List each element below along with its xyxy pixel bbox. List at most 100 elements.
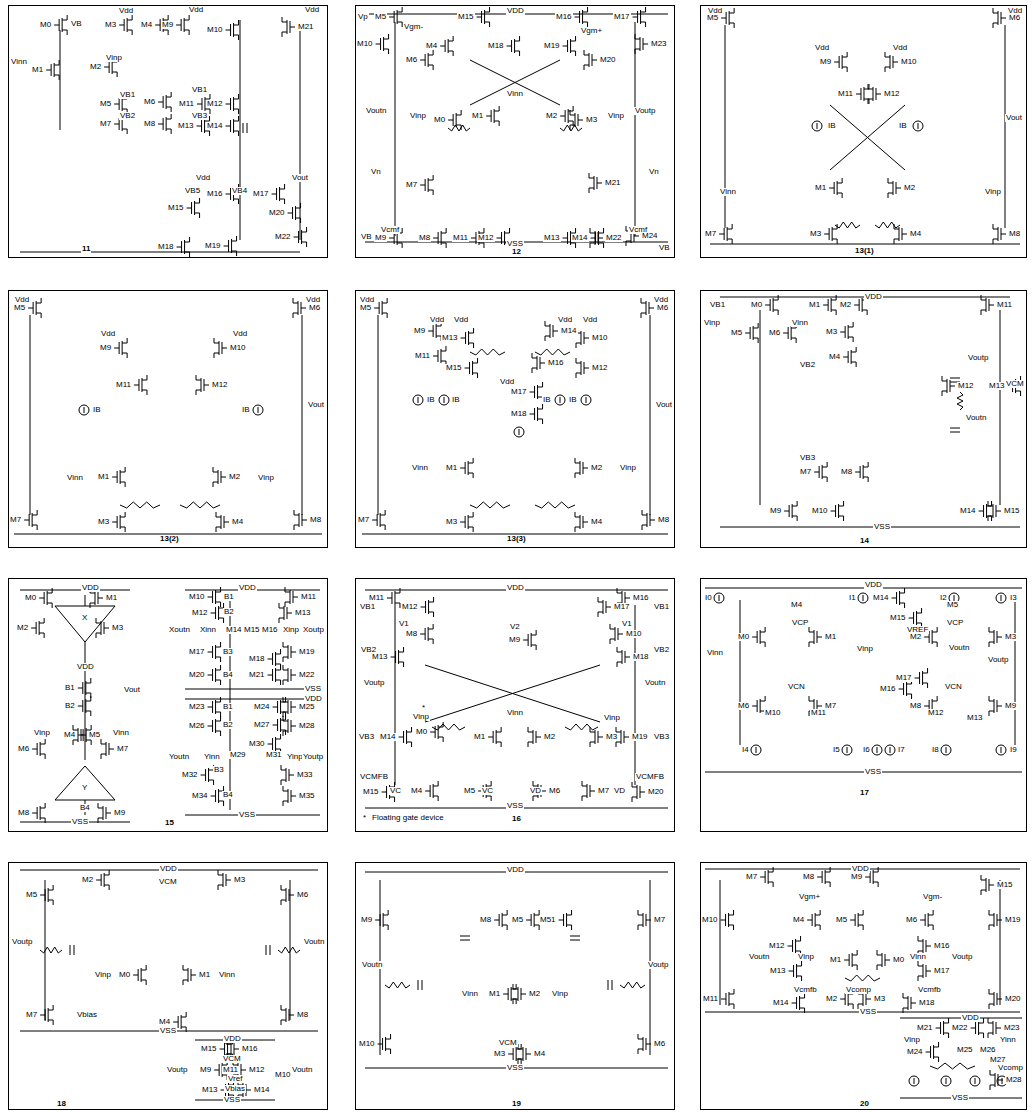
signal-name: VSS	[506, 802, 524, 810]
device-name: M1	[488, 990, 501, 998]
transistor-symbol	[576, 358, 589, 378]
signal-name: VD	[529, 787, 542, 795]
device-name: M8	[296, 1011, 309, 1019]
signal-name: Youtn	[168, 753, 190, 761]
figure-number: 13(2)	[159, 535, 180, 543]
transistor-symbol	[211, 603, 224, 623]
signal-name: VB3	[358, 733, 375, 741]
device-name: M18	[918, 999, 936, 1007]
device-name: M5	[374, 13, 387, 21]
signal-name: VSS	[238, 811, 256, 819]
transistor-symbol	[523, 630, 536, 650]
transistor-symbol	[981, 295, 994, 315]
transistor-symbol	[294, 227, 307, 247]
current-source-arrow	[1001, 595, 1002, 601]
device-name: M0	[892, 956, 905, 964]
current-source-arrow	[444, 397, 445, 403]
signal-name: VD	[613, 787, 626, 795]
transistor-symbol	[281, 765, 294, 785]
current-source-symbol	[858, 593, 868, 603]
capacitor-symbol	[570, 936, 580, 937]
device-name: M5	[511, 916, 524, 924]
signal-name: Vdd	[14, 296, 30, 304]
transistor-symbol	[226, 20, 239, 40]
transistor-symbol	[183, 965, 196, 985]
transistor-symbol	[283, 697, 296, 717]
signal-name: Vdd	[814, 44, 830, 52]
signal-name: VDD	[238, 584, 257, 592]
device-name: M3	[104, 21, 117, 29]
transistor-symbol	[54, 15, 67, 35]
signal-name: IB	[827, 122, 837, 130]
signal-name: VCP	[791, 619, 809, 627]
transistor-symbol	[96, 618, 109, 638]
resistor-symbol	[120, 502, 160, 508]
current-source-arrow	[519, 429, 520, 435]
device-name: M22	[951, 1024, 969, 1032]
signal-name: Yinn	[203, 753, 221, 761]
signal-name: Vdd	[305, 296, 321, 304]
device-name: M10	[229, 344, 247, 352]
signal-name: B4	[79, 804, 91, 812]
device-name: M9	[850, 873, 863, 881]
transistor-symbol	[460, 458, 473, 478]
device-name: M20	[188, 671, 206, 679]
transistor-symbol	[598, 597, 611, 617]
wire	[830, 105, 905, 170]
signal-name: B3	[213, 766, 225, 774]
transistor-symbol	[114, 338, 127, 358]
resistor-symbol	[180, 502, 220, 508]
transistor-symbol	[840, 322, 853, 342]
current-source-symbol	[996, 593, 1006, 603]
transistor-symbol	[814, 462, 827, 482]
transistor-symbol	[824, 224, 837, 244]
signal-name: Vinn	[411, 464, 429, 472]
capacitor-symbol	[270, 945, 271, 955]
current-source-symbol	[439, 395, 449, 405]
transistor-symbol	[283, 786, 296, 806]
device-name: M15	[889, 614, 907, 622]
transistor-symbol	[855, 462, 868, 482]
device-name: M4	[231, 518, 244, 526]
transistor-symbol	[39, 588, 52, 608]
signal-name: M11	[222, 1066, 239, 1074]
device-name: M8	[418, 234, 431, 242]
device-name: M2	[909, 633, 922, 641]
device-name: M19	[631, 733, 649, 741]
transistor-symbol	[760, 867, 773, 887]
signal-name: Vinp	[603, 714, 621, 722]
capacitor-symbol	[422, 980, 423, 990]
signal-name: Vdd	[359, 296, 375, 304]
signal-name: Vgm+	[580, 27, 603, 35]
capacitor-symbol	[460, 940, 470, 941]
signal-name: I0	[704, 594, 713, 602]
signal-name: Vout	[307, 401, 325, 409]
signal-name: I9	[1009, 746, 1018, 754]
transistor-symbol	[420, 624, 433, 644]
transistor-symbol	[993, 8, 1006, 28]
device-name: M6	[296, 891, 309, 899]
device-name: M17	[188, 648, 206, 656]
signal-name: Vdd	[582, 316, 598, 324]
device-name: M10	[356, 40, 374, 48]
device-name: M9	[99, 344, 112, 352]
device-name: M9	[1004, 702, 1017, 710]
device-name: M14	[379, 733, 397, 741]
transistor-symbol	[208, 665, 221, 685]
signal-name: Vbias	[224, 1085, 246, 1093]
signal-name: VDD	[159, 865, 178, 873]
device-name: M14	[872, 594, 890, 602]
signal-name: Voutn	[361, 961, 383, 969]
device-name: B1	[64, 684, 76, 692]
signal-name: Vout	[1005, 114, 1023, 122]
signal-name: Voutp	[363, 679, 385, 687]
transistor-symbol	[532, 353, 545, 373]
device-name: M7	[799, 468, 812, 476]
transistor-symbol	[32, 803, 45, 823]
transistor-symbol	[420, 50, 433, 70]
device-name: M9	[819, 58, 832, 66]
signal-name: IB	[451, 396, 461, 404]
transistor-symbol	[440, 36, 453, 56]
device-name: M2	[16, 624, 29, 632]
current-source-symbol	[970, 1076, 980, 1086]
